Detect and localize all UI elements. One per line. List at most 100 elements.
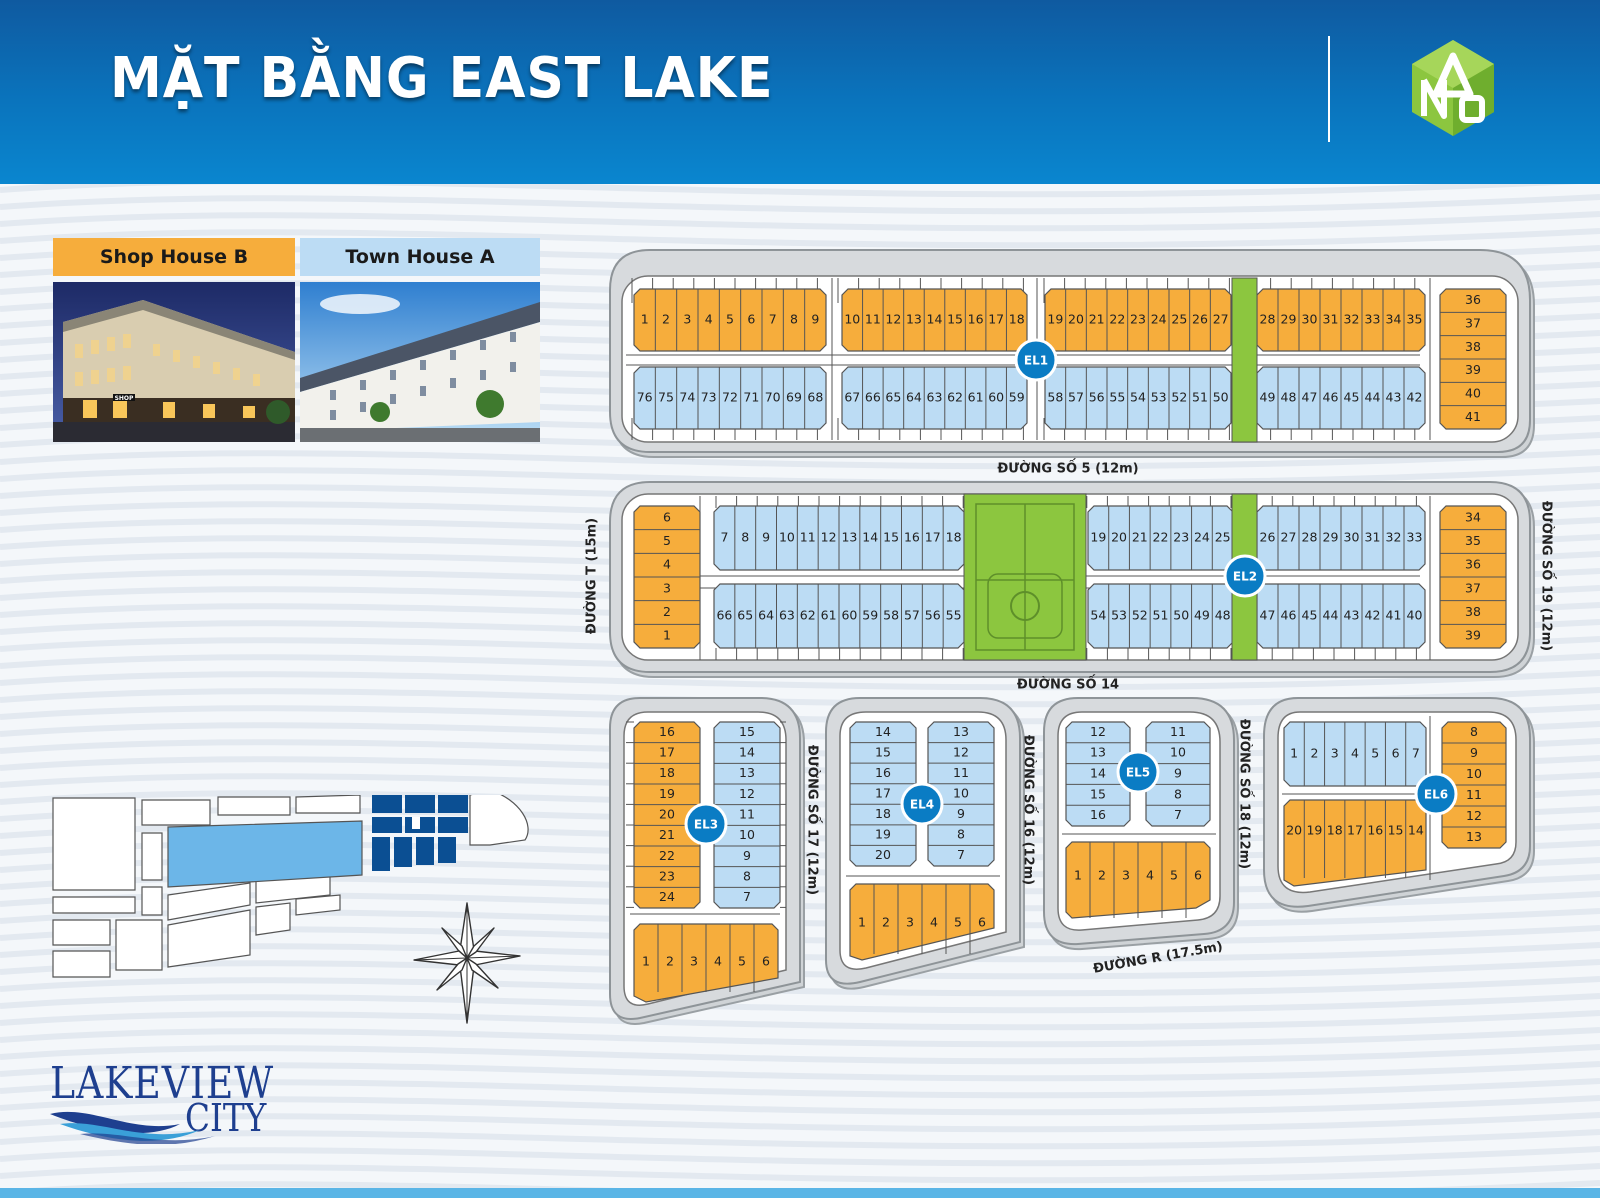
legend-shop-house-b: Shop House B [53, 238, 295, 276]
town-house-lot-group [633, 366, 827, 430]
lot-number: 14 [875, 724, 891, 739]
lot-number: 66 [865, 390, 881, 405]
road-label-duong-so-16: ĐƯỜNG SỐ 16 (12m) [1021, 735, 1039, 885]
lot-number: 71 [743, 390, 759, 405]
lot-number: 14 [862, 530, 878, 545]
park-path [987, 573, 1063, 639]
lot-number: 4 [663, 557, 671, 572]
background-wave [0, 466, 1600, 487]
brand-line-2: CITY [185, 1096, 267, 1140]
lot-number: 3 [690, 954, 698, 969]
lot-number: 32 [1344, 312, 1360, 327]
lot-number: 35 [1465, 533, 1481, 548]
lot-number: 73 [701, 390, 717, 405]
lot-number: 9 [762, 530, 770, 545]
lot-number: 63 [927, 390, 943, 405]
lot-number: 31 [1365, 530, 1381, 545]
lot-number: 28 [1260, 312, 1276, 327]
header-banner: MẶT BẰNG EAST LAKE [0, 0, 1600, 184]
lot-number: 22 [1153, 530, 1169, 545]
shop-house-lot-group [1283, 799, 1427, 887]
lot-number: 17 [988, 312, 1004, 327]
lot-number: 64 [758, 608, 774, 623]
lot-number: 57 [1068, 390, 1084, 405]
lot-number: 31 [1323, 312, 1339, 327]
lot-number: 55 [1109, 390, 1125, 405]
lot-number: 45 [1344, 390, 1360, 405]
background-wave [0, 1146, 1600, 1167]
lot-number: 13 [1090, 745, 1106, 760]
lot-number: 2 [663, 604, 671, 619]
shop-sign-text: SHOP [115, 395, 134, 402]
town-house-lot-group [849, 721, 917, 867]
block-marker-el1[interactable] [1014, 338, 1058, 382]
lot-number: 3 [906, 915, 914, 930]
road-label-duong-t: ĐƯỜNG T (15m) [584, 518, 600, 634]
lot-number: 54 [1130, 390, 1146, 405]
lot-number: 20 [1111, 530, 1127, 545]
background-wave [0, 1044, 1600, 1065]
lot-number: 12 [821, 530, 837, 545]
lot-number: 69 [786, 390, 802, 405]
lot-number: 18 [875, 806, 891, 821]
lot-number: 8 [743, 869, 751, 884]
lot-number: 62 [947, 390, 963, 405]
lot-number: 7 [769, 312, 777, 327]
lot-number: 17 [1347, 823, 1363, 838]
background-wave [0, 449, 1600, 470]
lot-number: 10 [1466, 766, 1482, 781]
lot-number: 5 [1170, 868, 1178, 883]
road-label-duong-so-5: ĐƯỜNG SỐ 5 (12m) [997, 459, 1138, 477]
lot-number: 76 [637, 390, 653, 405]
lot-number: 32 [1386, 530, 1402, 545]
lot-number: 41 [1465, 409, 1481, 424]
background-wave [0, 670, 1600, 691]
lot-number: 10 [739, 827, 755, 842]
lot-number: 12 [739, 786, 755, 801]
lot-number: 7 [1174, 807, 1182, 822]
town-house-lot-group [1044, 366, 1232, 430]
lot-number: 3 [1122, 868, 1130, 883]
lot-number: 14 [739, 745, 755, 760]
lot-number: 17 [925, 530, 941, 545]
lot-number: 27 [1213, 312, 1229, 327]
lot-number: 1 [642, 954, 650, 969]
lot-number: 8 [1470, 724, 1478, 739]
cube-logo-icon [1412, 40, 1494, 136]
lot-number: 6 [978, 915, 986, 930]
background-wave [0, 1078, 1600, 1099]
lot-number: 12 [1090, 724, 1106, 739]
lot-number: 10 [779, 530, 795, 545]
lot-number: 64 [906, 390, 922, 405]
shop-house-lot-group [633, 721, 701, 909]
lot-number: 9 [1470, 745, 1478, 760]
block-marker-el5[interactable] [1116, 750, 1160, 794]
lot-number: 4 [1146, 868, 1154, 883]
lot-number: 21 [1132, 530, 1148, 545]
lot-number: 2 [882, 915, 890, 930]
lot-number: 7 [957, 847, 965, 862]
lot-number: 1 [858, 915, 866, 930]
lot-number: 16 [968, 312, 984, 327]
lot-number: 14 [1090, 766, 1106, 781]
road-label-duong-so-19: ĐƯỜNG SỐ 19 (12m) [1539, 501, 1557, 651]
lot-number: 75 [658, 390, 674, 405]
lot-number: 56 [1089, 390, 1105, 405]
lot-number: 2 [662, 312, 670, 327]
lot-number: 10 [844, 312, 860, 327]
lot-number: 12 [953, 744, 969, 759]
lot-number: 17 [875, 786, 891, 801]
lot-number: 20 [1286, 823, 1302, 838]
block-marker-el2[interactable] [1223, 554, 1267, 598]
road-label-duong-so-17: ĐƯỜNG SỐ 17 (12m) [805, 745, 823, 895]
lot-number: 56 [925, 608, 941, 623]
lot-number: 67 [844, 390, 860, 405]
block-marker-el6[interactable] [1414, 772, 1458, 816]
lot-number: 37 [1465, 580, 1481, 595]
lot-number: 14 [1408, 823, 1424, 838]
lot-number: 46 [1323, 390, 1339, 405]
block-marker-el3[interactable] [684, 802, 728, 846]
lot-number: 36 [1465, 292, 1481, 307]
block-marker-el4[interactable] [900, 782, 944, 826]
lot-number: 16 [1367, 823, 1383, 838]
